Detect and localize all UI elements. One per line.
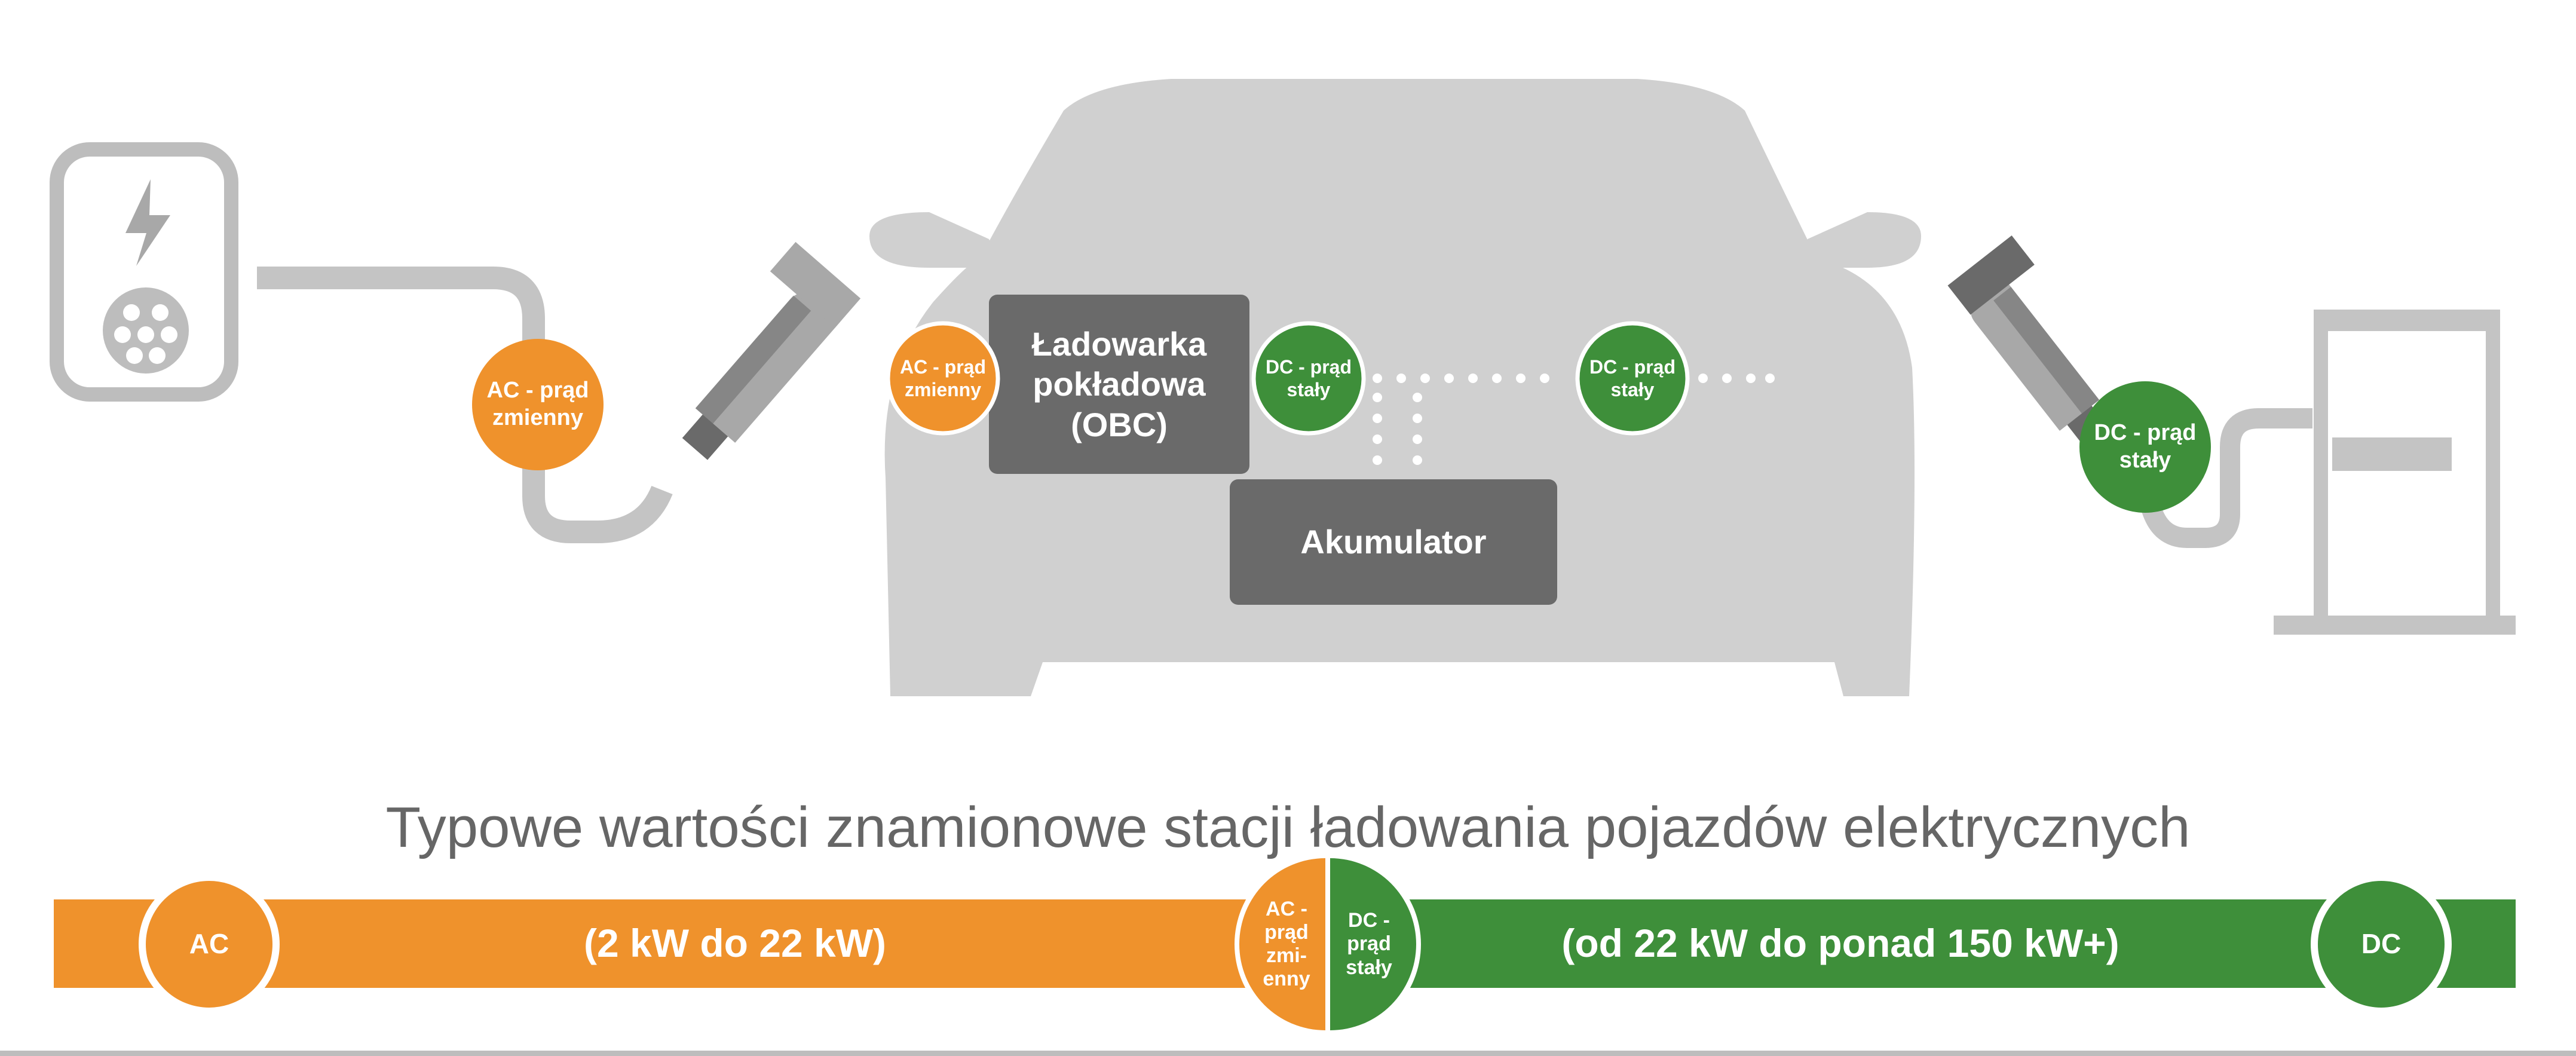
dc-charging-station-icon [2274, 310, 2516, 635]
dc-mid-label: DC - prąd stały [1346, 909, 1392, 979]
ac-range-label: (2 kW do 22 kW) [583, 921, 887, 966]
obc-box-label: Ładowarka pokładowa (OBC) [1031, 325, 1207, 443]
ac-end-label: AC [189, 928, 229, 960]
dc-internal-badge [1575, 321, 1690, 436]
obc-input-badge-label: AC - prąd zmienny [900, 356, 986, 400]
ac-badge [472, 339, 604, 470]
dc-end-badge [2311, 874, 2452, 1015]
mid-split-badge [1235, 851, 1421, 1037]
charging-plug-icon [682, 241, 861, 460]
dc-badge [2079, 381, 2211, 513]
dc-range-label: (od 22 kW do ponad 150 kW+) [1561, 921, 2119, 966]
battery-box-label: Akumulator [1300, 523, 1487, 561]
lightning-bolt-icon [125, 179, 170, 266]
obc-output-badge [1251, 321, 1366, 436]
ratings-title: Typowe wartości znamionowe stacji ładowa… [385, 795, 2191, 859]
ac-badge-label: AC - prąd zmienny [486, 378, 589, 430]
obc-output-badge-label: DC - prąd stały [1266, 356, 1352, 400]
dc-internal-badge-label: DC - prąd stały [1589, 356, 1676, 400]
ac-cable [257, 267, 673, 543]
car-front-silhouette-icon [869, 79, 1921, 696]
type2-socket-icon [103, 287, 189, 374]
ac-charging-station-icon [50, 142, 238, 402]
ac-end-badge [139, 874, 280, 1015]
dc-badge-label: DC - prąd stały [2094, 420, 2197, 473]
bottom-divider [0, 1051, 2576, 1056]
dc-dotted-connector [875, 374, 1775, 465]
obc-box [989, 295, 1249, 474]
obc-input-badge [886, 321, 1000, 436]
battery-box [1230, 479, 1557, 605]
ac-mid-label: AC - prąd zmi- enny [1263, 897, 1310, 991]
dc-cable [2141, 408, 2312, 548]
dc-end-label: DC [2361, 928, 2402, 960]
